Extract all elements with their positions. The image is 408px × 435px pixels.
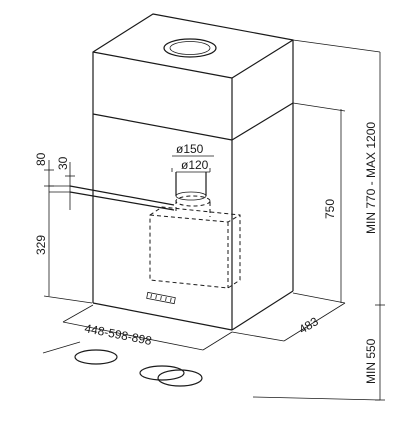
label-dia-150: ø150	[176, 142, 204, 156]
label-329: 329	[34, 235, 48, 255]
label-750: 750	[323, 199, 337, 219]
cooktop-outline	[42, 341, 381, 401]
hood-body	[92, 102, 294, 331]
label-dia-120: ø120	[181, 158, 209, 172]
label-width: 448-598-898	[83, 321, 153, 348]
internal-motor-dashed	[149, 195, 241, 289]
label-80: 80	[34, 152, 48, 166]
label-30: 30	[56, 156, 70, 170]
label-min-max: MIN 770 - MAX 1200	[364, 122, 378, 234]
right-dimension-lines	[292, 39, 385, 401]
width-dimension-line	[62, 304, 233, 351]
control-panel	[146, 291, 176, 305]
left-dimension-lines	[43, 160, 93, 304]
label-min-550: MIN 550	[364, 338, 378, 384]
depth-dimension-line	[231, 292, 346, 342]
label-depth: 483	[296, 314, 321, 336]
top-vent-icon	[163, 38, 217, 58]
outlet-collar	[171, 155, 214, 201]
mounting-bracket	[49, 185, 175, 211]
